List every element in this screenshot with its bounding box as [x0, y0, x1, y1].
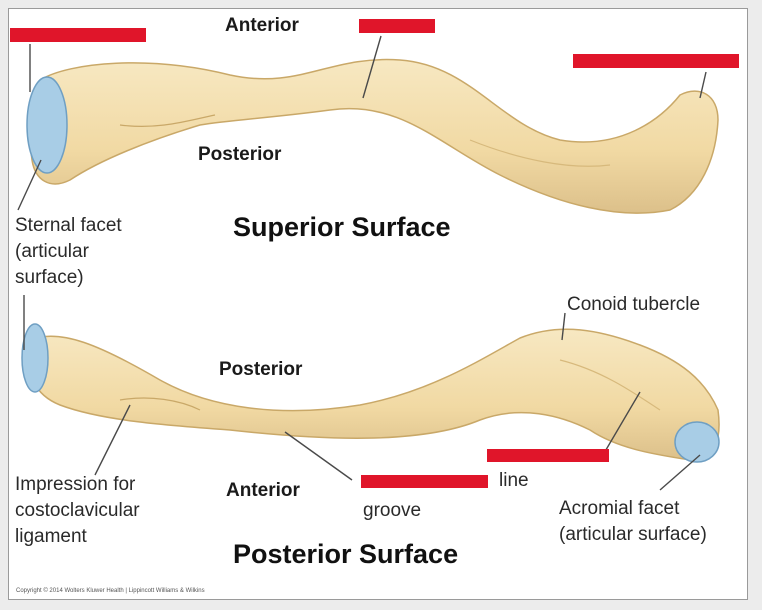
posterior-surface-title: Posterior Surface: [233, 539, 458, 569]
conoid-tubercle-label: Conoid tubercle: [567, 294, 700, 315]
sternal-facet-label-3: surface): [15, 267, 84, 288]
superior-posterior-label: Posterior: [198, 144, 282, 165]
redaction-trapezoid: [487, 449, 609, 462]
sternal-facet-posterior: [21, 323, 49, 393]
posterior-anterior-label: Anterior: [226, 480, 301, 501]
leader-lines: [17, 35, 707, 491]
acromial-facet-label-2: (articular surface): [559, 524, 707, 545]
superior-anterior-label: Anterior: [225, 15, 300, 36]
clavicle-posterior: [21, 323, 720, 463]
redaction-acromial-end: [573, 54, 739, 68]
redaction-sternal-end: [10, 28, 146, 42]
sternal-facet-label-2: (articular: [15, 241, 90, 262]
clavicle-superior: [26, 58, 719, 214]
redaction-subclavian: [361, 475, 488, 488]
subclavian-groove-label: groove: [363, 500, 421, 521]
posterior-posterior-label: Posterior: [219, 359, 303, 380]
superior-surface-title: Superior Surface: [233, 212, 451, 242]
trapezoid-line-label: line: [499, 470, 529, 491]
acromial-facet: [674, 421, 720, 463]
redactions: [10, 19, 739, 488]
acromial-facet-label-1: Acromial facet: [559, 498, 680, 519]
copyright-text: Copyright © 2014 Wolters Kluwer Health |…: [16, 587, 205, 594]
impression-label-1: Impression for: [15, 474, 136, 495]
sternal-facet-superior: [26, 76, 68, 174]
impression-label-2: costoclavicular: [15, 500, 140, 521]
sternal-facet-label-1: Sternal facet: [15, 215, 122, 236]
impression-label-3: ligament: [15, 526, 88, 547]
redaction-shaft: [359, 19, 435, 33]
